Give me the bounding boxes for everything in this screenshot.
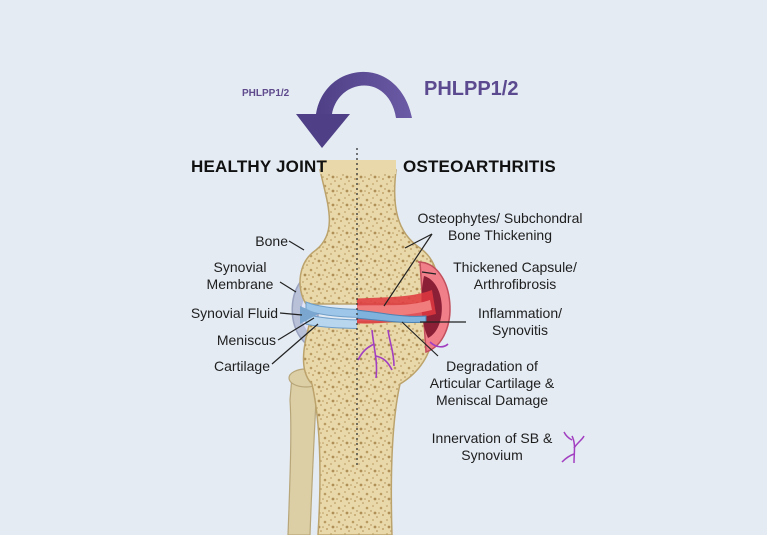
label-bone: Bone xyxy=(255,233,288,249)
label-synovial-membrane-line2: Membrane xyxy=(206,276,274,292)
label-degradation-line3: Meniscal Damage xyxy=(435,392,549,408)
osteoarthritis-title: OSTEOARTHRITIS xyxy=(403,157,556,176)
label-synovial-membrane: Synovial Membrane xyxy=(198,259,282,293)
phlpp-small-label: PHLPP1/2 xyxy=(242,88,290,99)
label-osteophytes-line2: Bone Thickening xyxy=(447,227,553,243)
healthy-cartilage xyxy=(300,301,357,329)
oa-pathology xyxy=(357,261,451,379)
label-osteophytes: Osteophytes/ Subchondral Bone Thickening xyxy=(410,210,590,244)
label-thickened-capsule: Thickened Capsule/ Arthrofibrosis xyxy=(440,259,590,293)
label-cartilage: Cartilage xyxy=(213,358,270,374)
label-innervation-line1: Innervation of SB & xyxy=(431,430,553,446)
label-innervation: Innervation of SB & Synovium xyxy=(422,430,562,464)
label-osteophytes-line1: Osteophytes/ Subchondral xyxy=(417,210,583,226)
label-synovial-membrane-line1: Synovial xyxy=(213,259,267,275)
leader-lines xyxy=(271,233,466,365)
phlpp-curved-arrow xyxy=(296,71,412,148)
label-degradation-line1: Degradation of xyxy=(446,358,538,374)
label-inflammation-line2: Synovitis xyxy=(491,322,549,338)
label-degradation: Degradation of Articular Cartilage & Men… xyxy=(416,358,568,409)
label-inflammation: Inflammation/ Synovitis xyxy=(466,305,574,339)
label-thickened-capsule-line2: Arthrofibrosis xyxy=(473,276,557,292)
label-synovial-fluid: Synovial Fluid xyxy=(190,305,278,321)
label-degradation-line2: Articular Cartilage & xyxy=(429,375,555,391)
tibia xyxy=(302,321,434,535)
label-thickened-capsule-line1: Thickened Capsule/ xyxy=(453,259,577,275)
nerve-fibers xyxy=(357,329,449,379)
phlpp-large-label: PHLPP1/2 xyxy=(424,78,519,100)
nerve-icon xyxy=(561,431,585,464)
label-meniscus: Meniscus xyxy=(216,332,276,348)
healthy-joint-title: HEALTHY JOINT xyxy=(191,157,328,176)
label-innervation-line2: Synovium xyxy=(461,447,523,463)
label-inflammation-line1: Inflammation/ xyxy=(477,305,563,321)
